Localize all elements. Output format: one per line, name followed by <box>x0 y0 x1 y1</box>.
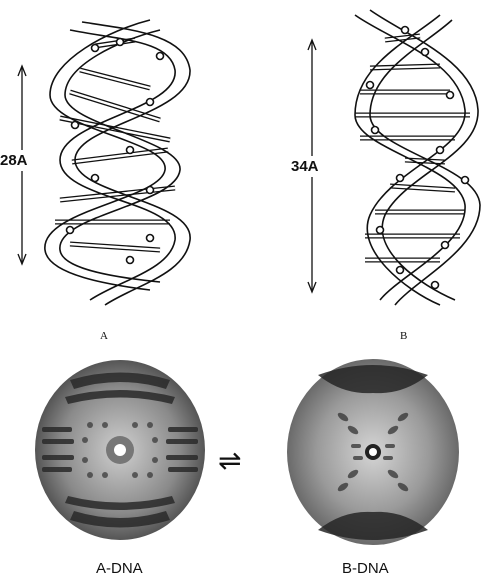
a-dna-length-label: 28A <box>0 150 28 171</box>
b-dna-helix-drawing <box>240 0 483 330</box>
a-dna-caption: A-DNA <box>96 560 143 577</box>
a-dna-helix-drawing <box>0 0 230 330</box>
b-dna-caption: B-DNA <box>342 560 389 577</box>
b-dna-length-label: 34A <box>291 156 319 177</box>
b-dna-panel-letter: B <box>400 330 407 342</box>
b-dna-diffraction-pattern <box>283 355 463 550</box>
a-dna-diffraction-pattern <box>30 355 210 545</box>
a-dna-panel-letter: A <box>100 330 108 342</box>
equilibrium-arrows: ⇌ <box>218 444 241 477</box>
